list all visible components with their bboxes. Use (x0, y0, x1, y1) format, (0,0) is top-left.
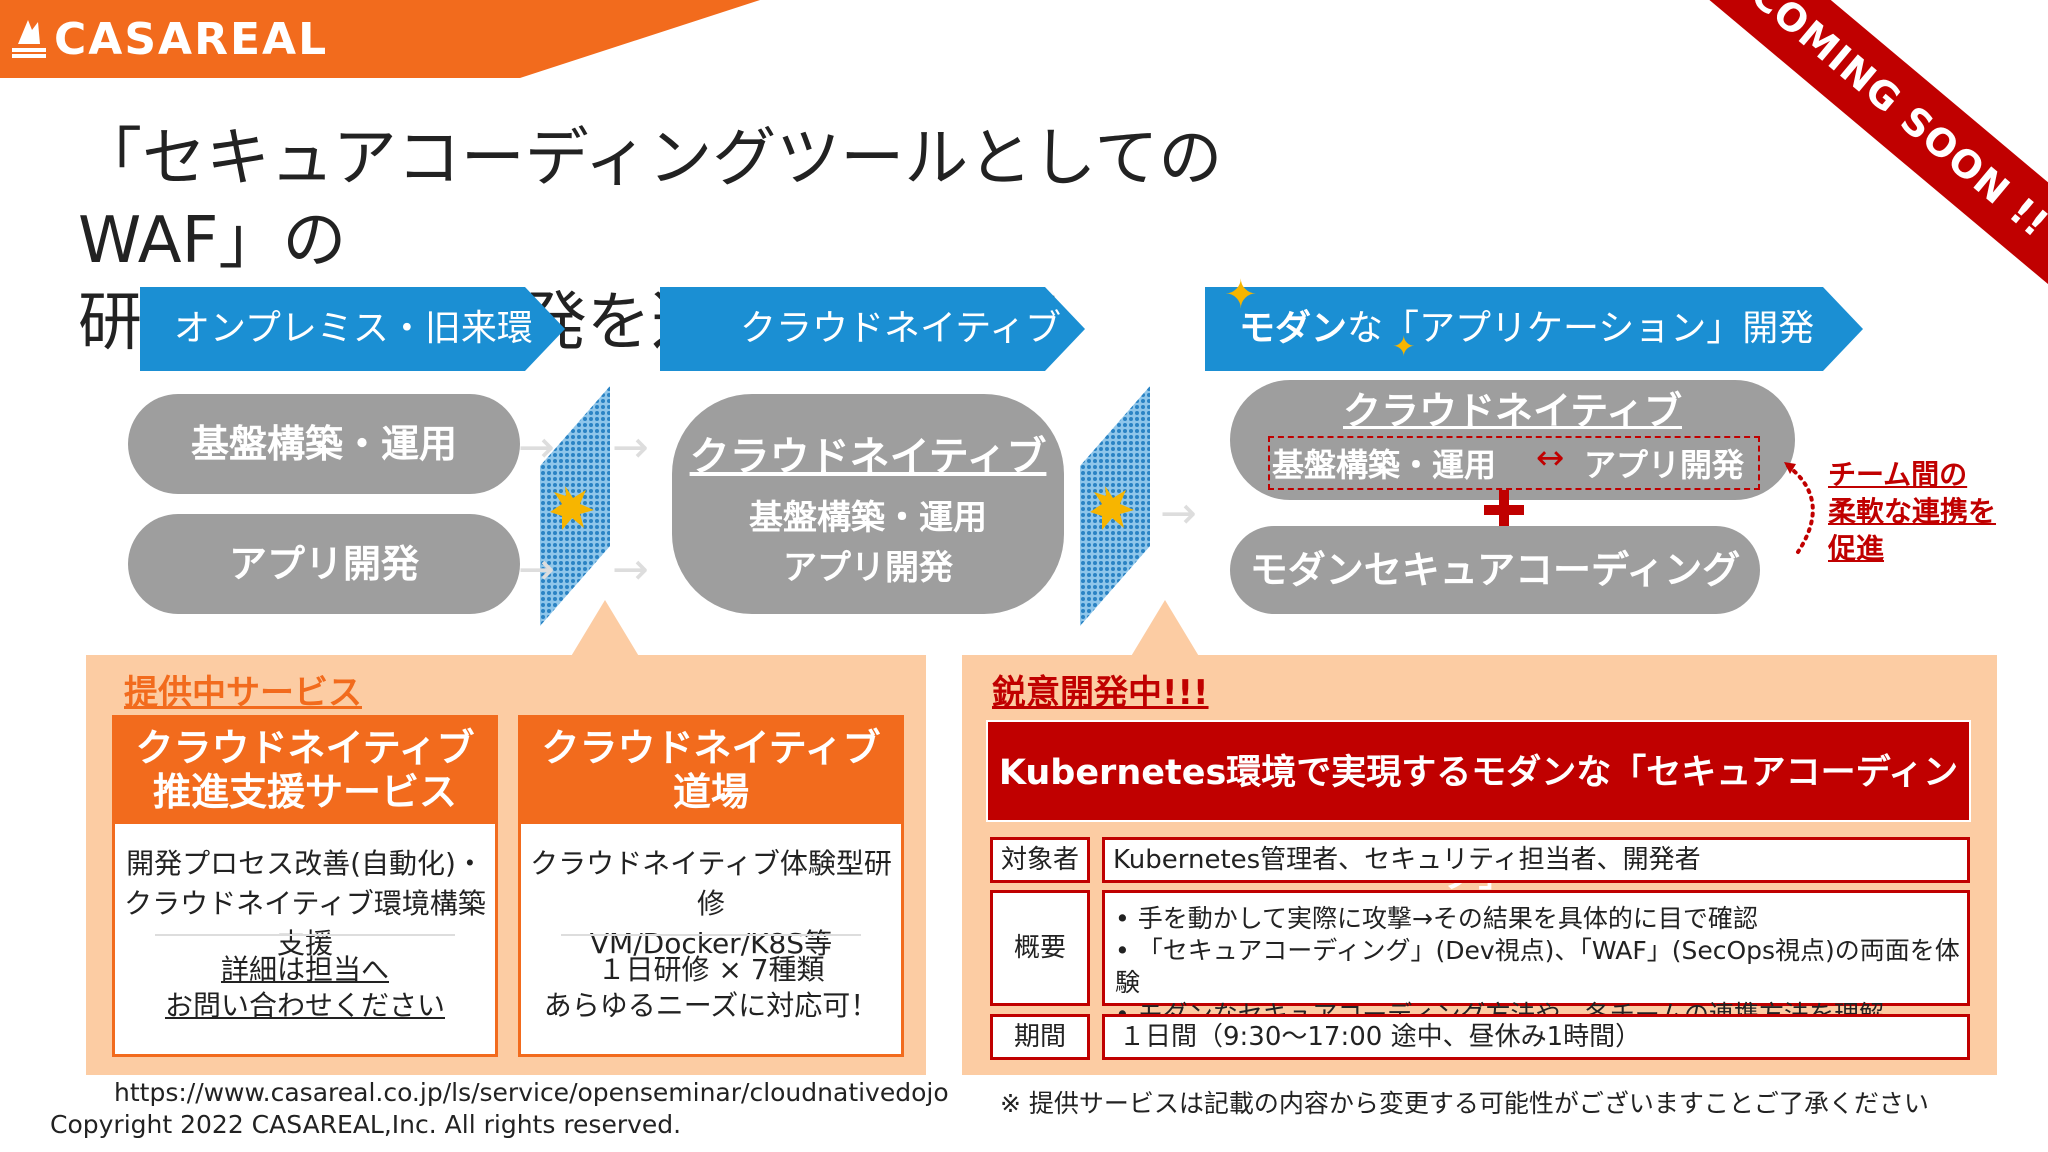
period-value: １日間（9:30〜17:00 途中、昼休み1時間） (1102, 1014, 1970, 1060)
divider (561, 934, 861, 936)
stage-modern-rest: な「アプリケーション」開発 (1347, 308, 1815, 349)
development-heading: 鋭意開発中!!! (992, 673, 1209, 713)
stage-arrow-modern-app: モダンな「アプリケーション」開発 (1205, 287, 1863, 371)
team-collaboration-note: チーム間の 柔軟な連携を 促進 (1828, 456, 1996, 567)
pill-app-dev: アプリ開発 (128, 514, 520, 614)
title-line-1: 「セキュアコーディングツールとしてのWAF」の (78, 122, 1223, 278)
flow-arrow-icon: → (612, 422, 649, 473)
service-card-title: 道場 (672, 770, 749, 814)
infra-ops-label: 基盤構築・運用 (1272, 446, 1497, 484)
sparkle-icon: ✦ (1392, 330, 1416, 363)
pill-cloud-native: クラウドネイティブ 基盤構築・運用 アプリ開発 (672, 394, 1064, 614)
service-card-body-line: クラウドネイティブ環境構築支援 (124, 887, 486, 960)
service-card-footer-line: １日研修 × 7種類 (597, 953, 825, 986)
service-card-title: クラウドネイティブ (135, 726, 475, 770)
service-card-body-line: VM/Docker/K8S等 (589, 927, 833, 960)
period-label: 期間 (990, 1014, 1090, 1060)
pill-cloud-native-app: アプリ開発 (783, 548, 953, 588)
service-card-footer: １日研修 × 7種類 あらゆるニーズに対応可！ (521, 952, 901, 1024)
brand-logo[interactable]: CASAREAL (54, 14, 329, 65)
plus-icon (1484, 490, 1524, 530)
service-card-title: クラウドネイティブ (541, 726, 881, 770)
collaboration-dashed-box (1268, 436, 1760, 490)
pill-modern-secure-coding: モダンセキュアコーディング (1230, 526, 1760, 614)
contact-link[interactable]: 詳細は担当へ お問い合わせください (115, 952, 495, 1024)
service-card-footer-line: あらゆるニーズに対応可！ (543, 989, 879, 1022)
pill-infra-ops: 基盤構築・運用 (128, 394, 520, 494)
contact-link-line: 詳細は担当へ (220, 953, 389, 986)
disclaimer-note: ※ 提供サービスは記載の内容から変更する可能性がございますことご了承ください (1000, 1089, 1929, 1118)
service-card-support[interactable]: クラウドネイティブ 推進支援サービス 開発プロセス改善(自動化)・ クラウドネイ… (112, 715, 498, 1057)
stage-modern-bold: モダン (1239, 308, 1348, 349)
contact-link-line: お問い合わせください (164, 989, 445, 1022)
summary-label: 概要 (990, 890, 1090, 1006)
service-card-body: クラウドネイティブ体験型研修 VM/Docker/K8S等 (521, 844, 901, 964)
target-label: 対象者 (990, 837, 1090, 883)
team-note-line: 柔軟な連携を (1828, 495, 1997, 528)
app-dev-label: アプリ開発 (1584, 446, 1745, 484)
dotted-curve-arrow-icon (1784, 462, 1815, 554)
logo-flame-icon (12, 20, 46, 58)
flow-arrow-icon: → (518, 544, 555, 595)
divider (155, 934, 455, 936)
target-value: Kubernetes管理者、セキュリティ担当者、開発者 (1102, 837, 1970, 883)
service-card-dojo[interactable]: クラウドネイティブ 道場 クラウドネイティブ体験型研修 VM/Docker/K8… (518, 715, 904, 1057)
team-note-line: 促進 (1828, 532, 1885, 565)
bidirectional-arrow-icon: ↔ (1536, 438, 1565, 478)
course-banner: Kubernetes環境で実現するモダンな「セキュアコーディング」 (986, 720, 1971, 895)
summary-item: 「セキュアコーディング」(Dev視点)、「WAF」(SecOps視点)の両面を体… (1113, 935, 1967, 999)
pill-cloud-native-infra: 基盤構築・運用 (749, 498, 987, 538)
pill-modern-title: クラウドネイティブ (1343, 389, 1682, 433)
service-card-header: クラウドネイティブ 道場 (521, 718, 901, 824)
flow-arrow-icon: → (1160, 488, 1197, 539)
service-card-body-line: 開発プロセス改善(自動化)・ (126, 847, 484, 880)
service-card-body-line: クラウドネイティブ体験型研修 (530, 847, 892, 920)
service-card-body: 開発プロセス改善(自動化)・ クラウドネイティブ環境構築支援 (115, 844, 495, 964)
pill-modern-cloud-native: クラウドネイティブ (1230, 380, 1795, 500)
sparkle-icon: ✦ (1224, 272, 1258, 318)
service-url-link[interactable]: https://www.casareal.co.jp/ls/service/op… (114, 1078, 949, 1107)
pill-cloud-native-title: クラウドネイティブ (689, 434, 1047, 480)
summary-item: 手を動かして実際に攻撃→その結果を具体的に目で確認 (1113, 903, 1967, 935)
firewall-icon (540, 386, 610, 626)
summary-list: 手を動かして実際に攻撃→その結果を具体的に目で確認 「セキュアコーディング」(D… (1102, 890, 1970, 1029)
firewall-icon (1080, 386, 1150, 626)
stage-arrow-cloud-native: クラウドネイティブ (660, 287, 1085, 371)
services-heading: 提供中サービス (124, 673, 362, 713)
service-card-header: クラウドネイティブ 推進支援サービス (115, 718, 495, 824)
stage-arrow-onprem: オンプレミス・旧来環境 (140, 287, 565, 371)
team-note-line: チーム間の (1828, 458, 1968, 491)
copyright: Copyright 2022 CASAREAL,Inc. All rights … (50, 1110, 682, 1139)
flow-arrow-icon: → (612, 544, 649, 595)
service-card-title: 推進支援サービス (152, 770, 457, 814)
flow-arrow-icon: → (518, 422, 555, 473)
